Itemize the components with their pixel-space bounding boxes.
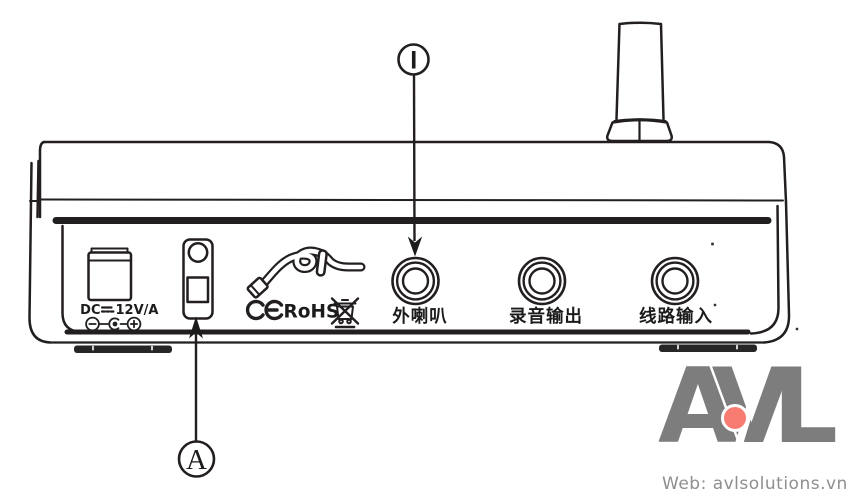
chassis-left-outer-edge: [28, 161, 52, 344]
knot-plug-seam: [250, 284, 260, 296]
knot-cable-core: [261, 248, 364, 286]
callout-a: A: [177, 316, 216, 478]
right-foot: [659, 344, 757, 352]
weee-wheel-left: [338, 318, 344, 325]
print-dot: [711, 242, 714, 246]
dc-current-symbol-icon: [100, 306, 115, 313]
jack-label-external-speaker: 外喇叭: [392, 306, 448, 327]
chassis-right-outer-edge: [762, 200, 791, 344]
logo-red-dot: [721, 404, 749, 432]
jack-hole: [528, 267, 556, 295]
callout-i-letter: I: [410, 46, 417, 74]
rohs-label: RoHS: [284, 302, 340, 323]
rubber-feet: [74, 344, 757, 353]
print-dots: [711, 242, 799, 331]
callout-a-circle: [177, 440, 216, 478]
print-dot: [713, 303, 717, 307]
component-a-square-hole: [186, 276, 210, 304]
callout-i-arrowhead: [407, 236, 423, 257]
jack-mid-ring: [522, 261, 562, 301]
weee-cross: [330, 297, 360, 325]
jack-hole: [661, 267, 689, 295]
dc-socket-body: [87, 251, 133, 302]
panel-left-edge: [61, 224, 83, 334]
jack-mid-ring: [395, 261, 436, 301]
ce-letter-c: [245, 299, 265, 321]
knot-plug-body: [246, 276, 269, 299]
component-a: [182, 238, 214, 320]
jack-outer-ring: [650, 256, 700, 306]
callout-a-letter: A: [186, 444, 207, 476]
weee-wheel-right: [346, 318, 352, 325]
ce-mark-icon: [245, 299, 284, 321]
knot-plug: [246, 276, 269, 299]
top-band-left-edge: [38, 140, 46, 219]
mic-stem: [606, 21, 673, 143]
feet-notches: [92, 344, 738, 351]
jack-label-line-input: 线路输入: [639, 306, 713, 327]
chassis-right-inner-edge: [749, 204, 780, 335]
component-a-round-hole: [187, 242, 209, 263]
top-band-crease: [40, 198, 784, 202]
knot-pin: [315, 249, 328, 277]
callout-i-line: [412, 74, 416, 242]
polarity-plus-circle: [126, 316, 142, 332]
chassis-left-inner-edge: [36, 159, 40, 219]
jack-outer-ring: [517, 256, 567, 306]
jack-hole: [401, 267, 430, 295]
polarity-center-pin: [112, 321, 118, 327]
left-foot: [74, 345, 172, 353]
dc-power-label-prefix: DC: [80, 303, 100, 318]
callout-i-circle: [397, 43, 430, 76]
component-a-body: [182, 238, 214, 320]
callout-a-arrowhead: [189, 316, 203, 339]
cable-knot-icon: [246, 246, 366, 299]
knot-pin-body: [315, 249, 328, 277]
avl-logo: AVL Web: avlsolutions.vn: [650, 356, 864, 496]
jack-line-input: [650, 256, 700, 306]
polarity-center-sleeve: [108, 317, 120, 331]
weee-crossed-bin-icon: [330, 297, 360, 329]
jack-label-recording-output: 录音输出: [509, 306, 583, 327]
dc-power-socket: [87, 247, 133, 302]
weee-body: [336, 305, 354, 320]
top-band-outline: [42, 140, 788, 204]
jack-mid-ring: [655, 261, 695, 301]
website-text: Web: avlsolutions.vn: [662, 474, 848, 494]
dc-socket-tab: [90, 247, 129, 254]
jack-outer-ring: [391, 256, 440, 306]
print-dot: [795, 327, 799, 331]
jack-recording-output: [517, 256, 567, 306]
device-outline: [28, 21, 799, 353]
dc-power-label-suffix: 12V/A: [116, 303, 159, 318]
dc-polarity-icon: [85, 316, 142, 332]
mic-stem-tube: [615, 21, 665, 121]
callout-i: I: [397, 43, 430, 257]
jack-external-speaker: [391, 256, 440, 306]
